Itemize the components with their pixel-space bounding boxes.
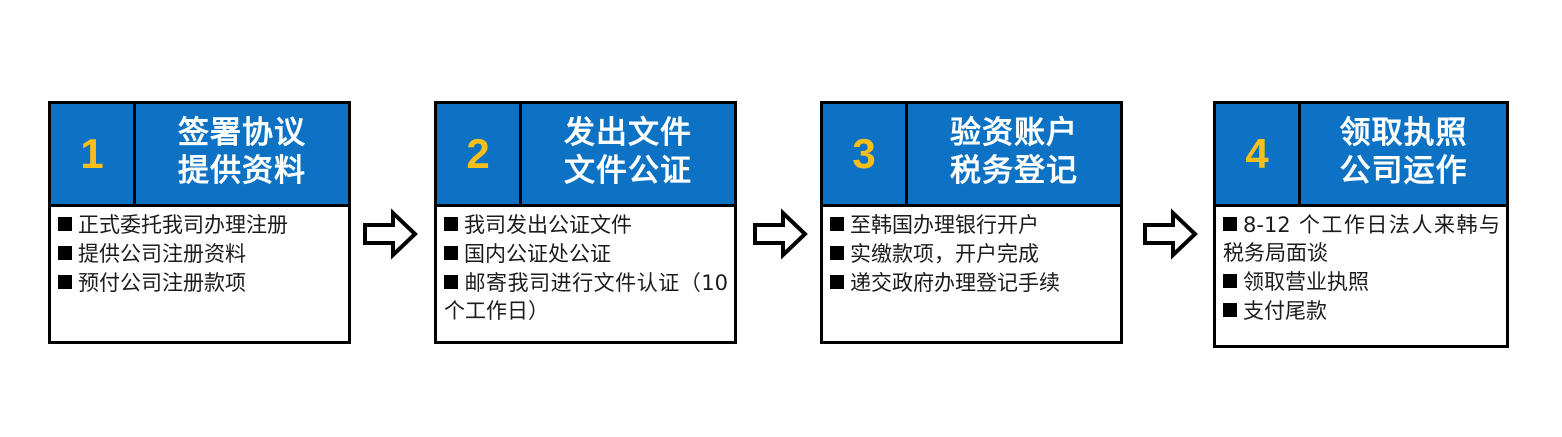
square-bullet-icon: [58, 245, 72, 260]
process-step-3: 3 验资账户 税务登记 至韩国办理银行开户 实缴款项，开户完成 递交政府办理登记…: [820, 101, 1123, 344]
list-item: 递交政府办理登记手续: [830, 270, 1114, 298]
square-bullet-icon: [830, 217, 844, 231]
step-1-header: 1 签署协议 提供资料: [51, 104, 348, 207]
square-bullet-icon: [1223, 217, 1237, 231]
step-4-title: 领取执照 公司运作: [1301, 104, 1506, 204]
list-item: 提供公司注册资料: [58, 241, 342, 269]
square-bullet-icon: [830, 245, 844, 260]
list-item-text: 我司发出公证文件: [464, 213, 632, 237]
flow-arrow-icon: [1142, 208, 1198, 260]
square-bullet-icon: [1223, 302, 1237, 317]
list-item: 我司发出公证文件: [444, 212, 728, 240]
list-item-text: 预付公司注册款项: [78, 270, 246, 295]
list-item-text: 领取营业执照: [1243, 269, 1369, 294]
square-bullet-icon: [444, 245, 458, 260]
step-3-title-line-2: 税务登记: [950, 153, 1078, 189]
process-step-4: 4 领取执照 公司运作 8-12 个工作日法人来韩与税务局面谈 领取营业执照 支…: [1213, 101, 1509, 348]
list-item: 邮寄我司进行文件认证（10 个工作日）: [444, 270, 728, 326]
flow-arrow-icon: [752, 208, 808, 260]
list-item: 支付尾款: [1223, 298, 1500, 326]
step-4-body: 8-12 个工作日法人来韩与税务局面谈 领取营业执照 支付尾款: [1216, 207, 1506, 345]
step-2-body: 我司发出公证文件 国内公证处公证 邮寄我司进行文件认证（10 个工作日）: [437, 207, 734, 341]
step-1-title: 签署协议 提供资料: [136, 104, 348, 204]
step-2-title: 发出文件 文件公证: [522, 104, 734, 204]
step-3-header: 3 验资账户 税务登记: [823, 104, 1120, 207]
list-item: 领取营业执照: [1223, 269, 1500, 297]
step-2-number: 2: [437, 104, 522, 204]
flow-arrow-icon: [362, 208, 418, 260]
step-3-title-line-1: 验资账户: [950, 115, 1078, 152]
step-4-number: 4: [1216, 104, 1301, 204]
step-1-number: 1: [51, 104, 136, 204]
step-4-header: 4 领取执照 公司运作: [1216, 104, 1506, 207]
list-item-text: 提供公司注册资料: [78, 241, 246, 266]
list-item-text: 8-12 个工作日法人来韩与税务局面谈: [1223, 213, 1500, 265]
list-item-text: 支付尾款: [1243, 298, 1327, 323]
list-item: 实缴款项，开户完成: [830, 241, 1114, 269]
square-bullet-icon: [58, 217, 72, 231]
step-1-title-line-1: 签署协议: [178, 115, 306, 152]
step-4-title-line-2: 公司运作: [1339, 153, 1468, 189]
step-3-number: 3: [823, 104, 908, 204]
step-3-body: 至韩国办理银行开户 实缴款项，开户完成 递交政府办理登记手续: [823, 207, 1120, 341]
step-3-title: 验资账户 税务登记: [908, 104, 1120, 204]
list-item-text: 邮寄我司进行文件认证（10 个工作日）: [444, 270, 728, 323]
step-2-title-line-1: 发出文件: [564, 115, 692, 152]
list-item: 预付公司注册款项: [58, 270, 342, 298]
process-step-2: 2 发出文件 文件公证 我司发出公证文件 国内公证处公证 邮寄我司进行文件认证（…: [434, 101, 737, 344]
list-item-text: 至韩国办理银行开户: [850, 213, 1039, 237]
list-item: 正式委托我司办理注册: [58, 212, 342, 240]
square-bullet-icon: [444, 274, 458, 289]
list-item-text: 递交政府办理登记手续: [850, 270, 1060, 295]
square-bullet-icon: [58, 274, 72, 289]
list-item-text: 实缴款项，开户完成: [850, 241, 1039, 266]
list-item: 8-12 个工作日法人来韩与税务局面谈: [1223, 212, 1500, 268]
process-step-1: 1 签署协议 提供资料 正式委托我司办理注册 提供公司注册资料 预付公司注册款项: [48, 101, 351, 344]
list-item-text: 正式委托我司办理注册: [78, 213, 288, 237]
step-1-title-line-2: 提供资料: [178, 153, 306, 189]
step-4-title-line-1: 领取执照: [1339, 115, 1468, 152]
step-2-header: 2 发出文件 文件公证: [437, 104, 734, 207]
list-item-text: 国内公证处公证: [464, 241, 611, 266]
square-bullet-icon: [830, 274, 844, 289]
step-2-title-line-2: 文件公证: [564, 153, 692, 189]
square-bullet-icon: [444, 217, 458, 231]
step-1-body: 正式委托我司办理注册 提供公司注册资料 预付公司注册款项: [51, 207, 348, 341]
square-bullet-icon: [1223, 273, 1237, 288]
list-item: 至韩国办理银行开户: [830, 212, 1114, 240]
list-item: 国内公证处公证: [444, 241, 728, 269]
